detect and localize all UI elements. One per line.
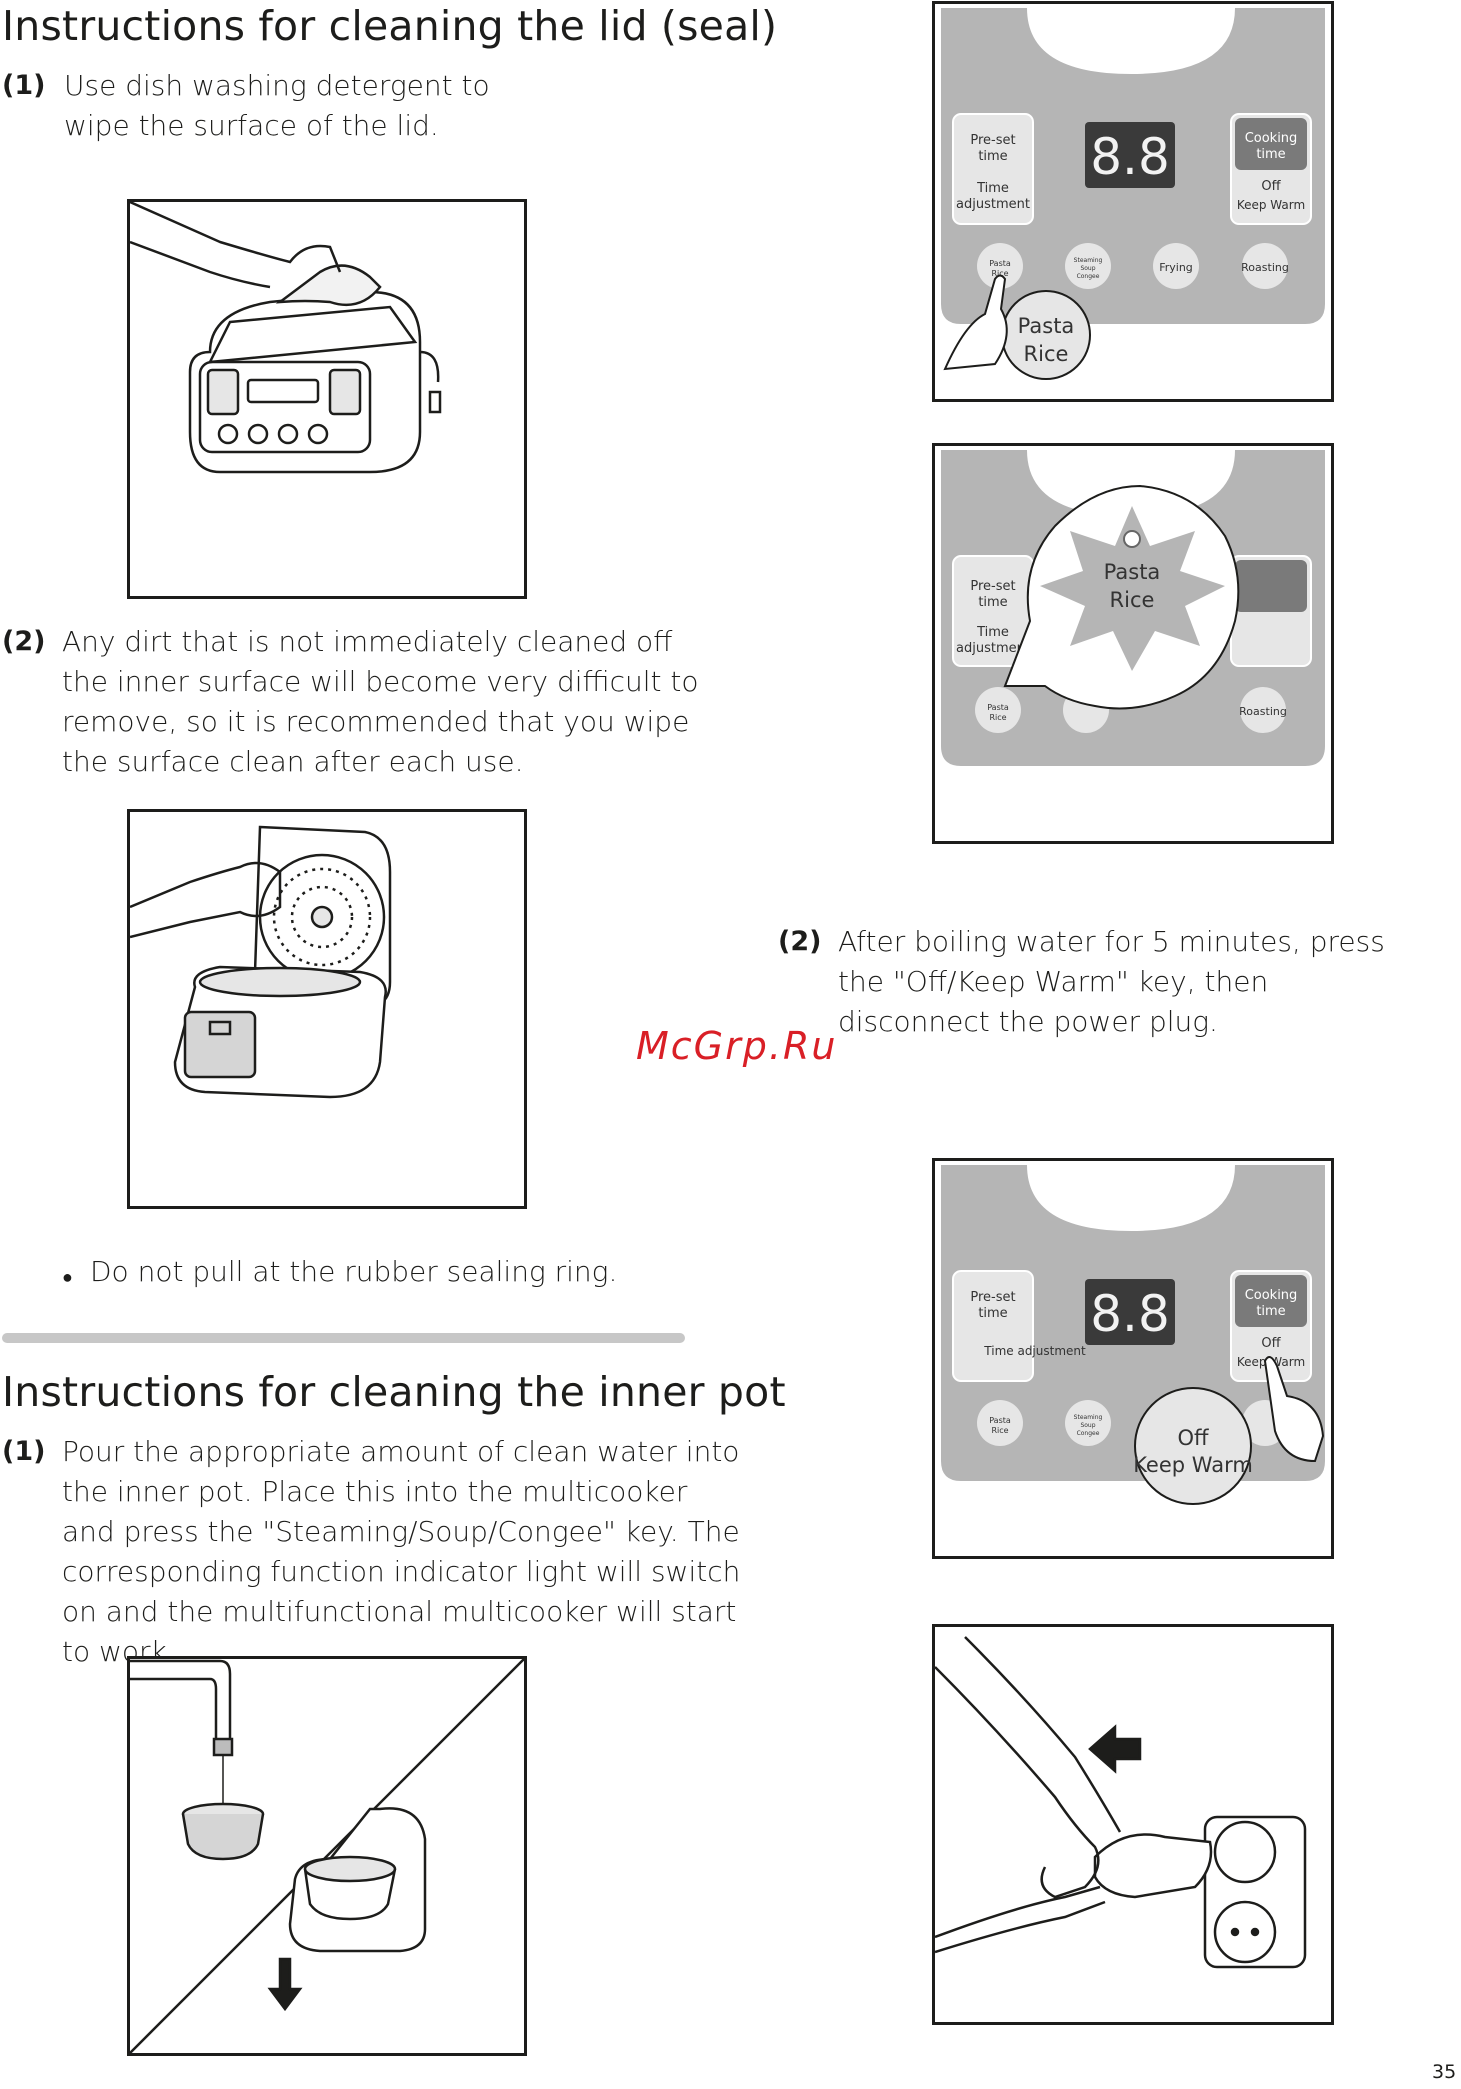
step-lid-1: (1) Use dish washing detergent to wipe t… xyxy=(2,66,572,146)
steaming-button[interactable] xyxy=(1065,1400,1111,1446)
preset-label: Pre-set xyxy=(970,133,1015,148)
frying-button[interactable] xyxy=(1153,243,1199,289)
btn-congee-label: Congee xyxy=(1077,273,1100,280)
keep-warm-label: Keep Warm xyxy=(1237,198,1305,212)
control-panel-zoom: Pre-set time Time adjustment Pasta Rice … xyxy=(941,450,1325,766)
section-title-lid: Instructions for cleaning the lid (seal) xyxy=(2,2,778,50)
display-readout: 8.8 xyxy=(1090,1285,1170,1343)
cooking-time-label: time xyxy=(1256,1304,1285,1319)
cooking-label: Cooking xyxy=(1245,131,1298,146)
btn-roasting-label: Roasting xyxy=(1241,261,1289,274)
off-label: Off xyxy=(1261,1336,1281,1351)
zoom-rice-text: Rice xyxy=(1110,588,1155,612)
step-pot-2: (2) After boiling water for 5 minutes, p… xyxy=(778,922,1398,1042)
btn-frying-label: Frying xyxy=(1159,261,1193,274)
roasting-button[interactable] xyxy=(1240,687,1286,733)
note-text: Do not pull at the rubber sealing ring. xyxy=(90,1255,618,1288)
cooking-time-label: time xyxy=(1256,147,1285,162)
pasta-rice-button[interactable] xyxy=(975,687,1021,733)
zoom-pasta-text: Pasta xyxy=(1104,560,1161,584)
figure-fill-pot xyxy=(127,1656,527,2056)
cooking-label: Cooking xyxy=(1245,1288,1298,1303)
btn-soup-label: Soup xyxy=(1080,265,1095,272)
btn-pasta-label: Pasta xyxy=(989,259,1011,268)
step-number: (2) xyxy=(2,626,46,657)
off-callout xyxy=(1134,1387,1252,1505)
time-adjustment-label: Time adjustment xyxy=(983,1344,1086,1358)
step-number: (2) xyxy=(778,926,822,957)
step-text: Any dirt that is not immediately cleaned… xyxy=(62,625,699,778)
time-label: time xyxy=(978,595,1007,610)
panel-buttons: Pasta Rice Steaming Soup Congee Frying R… xyxy=(977,243,1289,289)
display-readout: 8.8 xyxy=(1090,128,1170,186)
cooker-lid-illustration xyxy=(130,202,442,474)
btn-roasting-label: Roasting xyxy=(1239,705,1287,718)
step-pot-1: (1) Pour the appropriate amount of clean… xyxy=(2,1432,742,1672)
time-adj-label: Time xyxy=(976,181,1009,196)
btn-pasta-label: Pasta xyxy=(989,1416,1011,1425)
bullet-icon: ● xyxy=(62,1267,73,1288)
fill-pot-illustration xyxy=(130,1659,524,2053)
time-label: time xyxy=(978,1306,1007,1321)
off-label: Off xyxy=(1261,179,1281,194)
unplug-illustration xyxy=(935,1636,1307,1969)
btn-rice-label: Rice xyxy=(989,713,1006,722)
section-title-inner-pot: Instructions for cleaning the inner pot xyxy=(2,1368,786,1416)
finger-icon xyxy=(943,274,1008,371)
btn-pasta-label: Pasta xyxy=(987,703,1009,712)
btn-steam-label: Steaming xyxy=(1074,257,1103,264)
control-panel: Pre-set time Time adjustment 8.8 Cooking… xyxy=(941,8,1325,380)
control-panel-off: Pre-set time Time adjustment 8.8 Cooking… xyxy=(941,1165,1325,1505)
watermark: McGrp.Ru xyxy=(636,1024,838,1068)
step-number: (1) xyxy=(2,1436,46,1467)
arrow-left-icon xyxy=(1088,1724,1142,1774)
btn-rice-label: Rice xyxy=(991,1426,1008,1435)
time-label: time xyxy=(978,149,1007,164)
step-text: Use dish washing detergent to wipe the s… xyxy=(64,69,490,142)
preset-label: Pre-set xyxy=(970,1290,1015,1305)
roasting-button[interactable] xyxy=(1242,243,1288,289)
preset-label: Pre-set xyxy=(970,579,1015,594)
step-number: (1) xyxy=(2,70,46,101)
btn-congee-label: Congee xyxy=(1077,1430,1100,1437)
press-burst-icon xyxy=(1040,506,1225,671)
figure-panel-pasta-press: Pre-set time Time adjustment 8.8 Cooking… xyxy=(932,1,1334,402)
open-cooker-illustration xyxy=(130,825,392,1099)
step-text: Pour the appropriate amount of clean wat… xyxy=(62,1435,741,1668)
btn-rice-label: Rice xyxy=(991,269,1008,278)
figure-panel-pasta-zoom: Pre-set time Time adjustment Pasta Rice … xyxy=(932,443,1334,844)
figure-unplug xyxy=(932,1624,1334,2025)
btn-steam-label: Steaming xyxy=(1074,1414,1103,1421)
callout-pasta-text: Pasta xyxy=(1018,314,1075,338)
page-number: 35 xyxy=(1432,2061,1457,2083)
figure-panel-keep-warm: Pre-set time Time adjustment 8.8 Cooking… xyxy=(932,1158,1334,1559)
section-divider xyxy=(2,1333,685,1343)
btn-soup-label: Soup xyxy=(1080,1422,1095,1429)
callout-rice-text: Rice xyxy=(1024,342,1069,366)
adjustment-label: adjustment xyxy=(956,197,1030,212)
pasta-rice-button[interactable] xyxy=(977,1400,1023,1446)
pasta-rice-button[interactable] xyxy=(977,243,1023,289)
adjustment-label: adjustment xyxy=(956,641,1030,656)
step-lid-2: (2) Any dirt that is not immediately cle… xyxy=(2,622,702,782)
note-sealing-ring: ● Do not pull at the rubber sealing ring… xyxy=(62,1252,622,1292)
steaming-button[interactable] xyxy=(1065,243,1111,289)
figure-wipe-lid xyxy=(127,199,527,599)
callout-keep-text: Keep Warm xyxy=(1133,1453,1253,1477)
time-adj-label: Time xyxy=(976,625,1009,640)
step-text: After boiling water for 5 minutes, press… xyxy=(838,925,1385,1038)
figure-wipe-inner-lid xyxy=(127,809,527,1209)
callout-off-text: Off xyxy=(1178,1426,1210,1450)
finger-icon xyxy=(1263,1356,1325,1463)
